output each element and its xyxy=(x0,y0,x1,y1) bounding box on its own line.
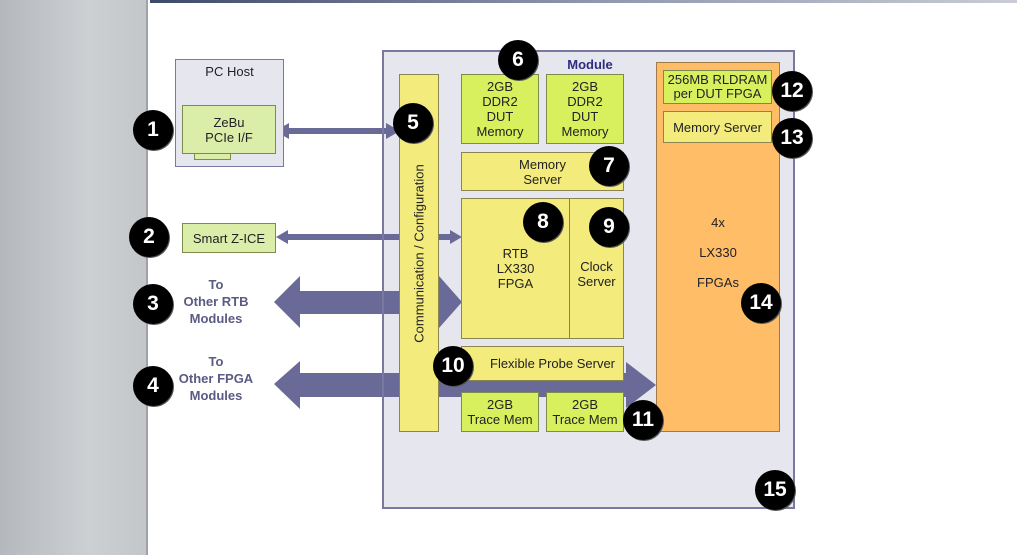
badge-15: 15 xyxy=(755,470,795,510)
pc-host-title: PC Host xyxy=(205,64,254,79)
fpga-memory-server-box: Memory Server xyxy=(663,111,772,143)
flexible-probe-server-box: Flexible Probe Server xyxy=(461,346,624,381)
ddr2-memory-2: 2GB DDR2 DUT Memory xyxy=(546,74,624,144)
pcie-link-arrow xyxy=(275,123,400,139)
other-rtb-modules-label: To Other RTB Modules xyxy=(183,277,249,326)
badge-9: 9 xyxy=(589,207,629,247)
comm-config-label: Communication / Configuration xyxy=(411,163,427,343)
badge-11: 11 xyxy=(623,400,663,440)
badge-3: 3 xyxy=(133,284,173,324)
rldram-box: 256MB RLDRAM per DUT FPGA xyxy=(663,70,772,104)
module-title: Module xyxy=(567,56,613,72)
block-diagram: PC Host ZeBu PCIe I/F Smart Z-ICE To Oth… xyxy=(129,0,1017,555)
badge-5: 5 xyxy=(393,103,433,143)
trace-mem-1: 2GB Trace Mem xyxy=(461,392,539,432)
badge-12: 12 xyxy=(772,71,812,111)
rtb-bus-arrow-head xyxy=(439,276,462,328)
top-border-line xyxy=(150,0,1017,3)
badge-8: 8 xyxy=(523,202,563,242)
zice-link-arrow xyxy=(276,230,462,244)
badge-1: 1 xyxy=(133,110,173,150)
smart-zice-box: Smart Z-ICE xyxy=(182,223,276,253)
module-boundary xyxy=(382,50,795,509)
fpga-bus-arrow xyxy=(274,361,400,409)
zebu-pcie-interface: ZeBu PCIe I/F xyxy=(182,105,276,154)
badge-10: 10 xyxy=(433,346,473,386)
badge-6: 6 xyxy=(498,40,538,80)
badge-13: 13 xyxy=(772,118,812,158)
badge-14: 14 xyxy=(741,283,781,323)
rtb-fpga-box: RTB LX330 FPGA xyxy=(461,198,570,339)
other-fpga-modules-label: To Other FPGA Modules xyxy=(178,354,254,403)
badge-4: 4 xyxy=(133,366,173,406)
badge-7: 7 xyxy=(589,146,629,186)
rtb-bus-arrow xyxy=(274,276,400,328)
badge-2: 2 xyxy=(129,217,169,257)
trace-mem-2: 2GB Trace Mem xyxy=(546,392,624,432)
left-panel-strip xyxy=(0,0,148,555)
fpga-bus-arrow-head xyxy=(626,362,656,408)
ddr2-memory-1: 2GB DDR2 DUT Memory xyxy=(461,74,539,144)
